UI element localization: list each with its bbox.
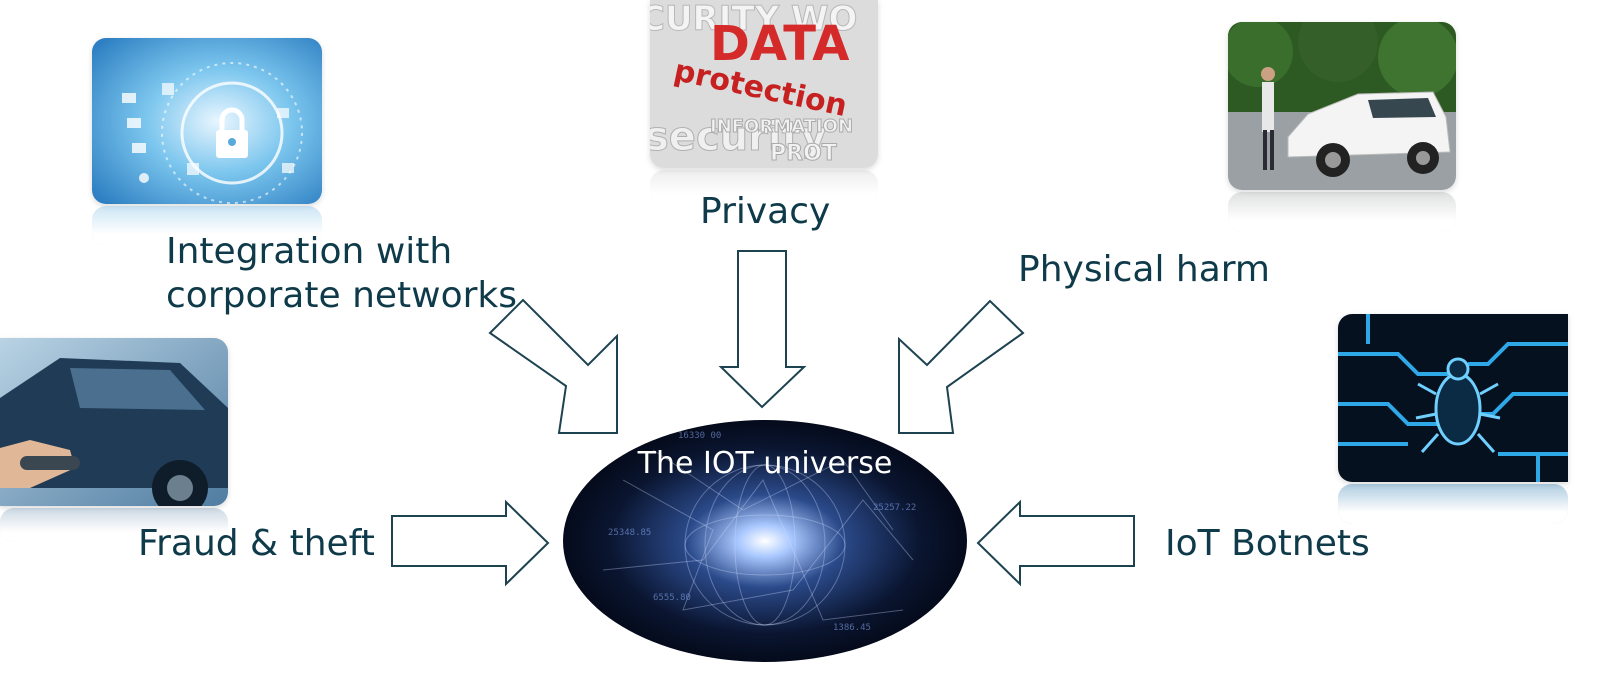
- arrow-from-fraud: [391, 499, 550, 587]
- svg-text:CURITY WO: CURITY WO: [650, 0, 857, 39]
- label-fraud-theft: Fraud & theft: [138, 523, 375, 564]
- label-iot-botnets: IoT Botnets: [1165, 523, 1370, 564]
- svg-text:DATA: DATA: [710, 16, 849, 72]
- svg-text:25257.22: 25257.22: [873, 503, 916, 513]
- svg-text:security: security: [650, 114, 827, 160]
- svg-text:INFORMATION: INFORMATION: [710, 116, 853, 137]
- label-privacy: Privacy: [700, 191, 831, 232]
- globe-title: The IOT universe: [637, 446, 893, 481]
- svg-text:25348.85: 25348.85: [608, 528, 651, 538]
- circuit-bug-image: [1338, 314, 1568, 482]
- car-hacking-image: [1228, 22, 1456, 190]
- circuit-bug-reflection: [1338, 484, 1568, 524]
- data-protection-image: CURITY WO security INFORMATION PROT DATA…: [650, 0, 878, 168]
- label-integration-line-2: corporate networks: [166, 275, 518, 316]
- svg-text:PROT: PROT: [770, 141, 837, 166]
- label-physical-harm: Physical harm: [1018, 249, 1270, 290]
- car-hacking-reflection: [1228, 192, 1456, 232]
- svg-text:16330 00: 16330 00: [678, 431, 721, 441]
- svg-text:6555.80: 6555.80: [653, 593, 691, 603]
- car-key-fob-image: [0, 338, 228, 506]
- iot-universe-globe: 16330 00 25257.22 25348.85 6555.80 1386.…: [563, 420, 967, 662]
- label-integration: Integration with corporate networks: [166, 230, 517, 318]
- arrow-from-integration: [488, 298, 618, 434]
- label-integration-line-1: Integration with: [166, 231, 453, 272]
- arrow-from-physical-harm: [898, 299, 1025, 434]
- svg-text:1386.45: 1386.45: [833, 623, 871, 633]
- lock-security-image: [92, 38, 322, 204]
- arrow-from-privacy: [718, 250, 807, 409]
- arrow-from-botnets: [976, 499, 1135, 587]
